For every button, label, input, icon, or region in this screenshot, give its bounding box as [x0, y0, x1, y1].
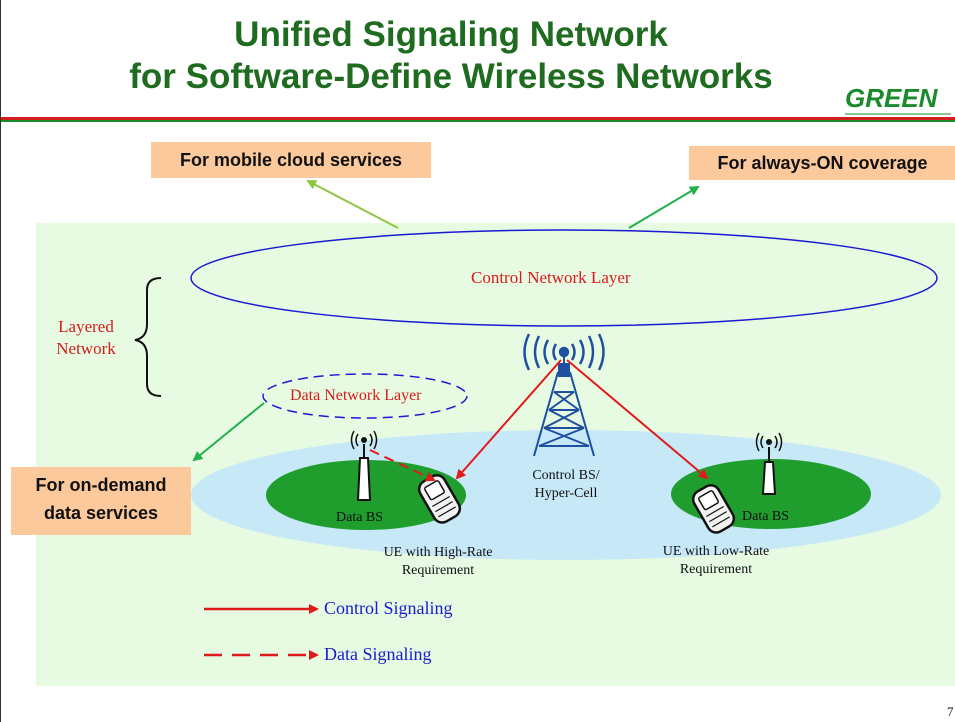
tag-on-demand-line-1: For on-demand [35, 475, 167, 495]
title-line-1: Unified Signaling Network [234, 15, 668, 54]
layered-network-line-1: Layered [58, 317, 114, 336]
control-bs-signal-icon [523, 333, 605, 371]
data-bs-right-label: Data BS [742, 509, 790, 524]
control-layer-ellipse [190, 229, 938, 327]
page-title: Unified Signaling Network for Software-D… [41, 14, 861, 98]
layered-network-label: Layered Network [49, 316, 123, 360]
tag-mobile-cloud: For mobile cloud services [151, 142, 431, 178]
data-layer-ellipse [262, 373, 468, 419]
control-layer-label: Control Network Layer [471, 268, 631, 287]
green-logo: GREEN [845, 83, 951, 115]
arrow-mobile-cloud [306, 180, 399, 229]
ue-low-rate-label: UE with Low-Rate Requirement [641, 543, 791, 579]
ue-high-rate-label: UE with High-Rate Requirement [363, 544, 513, 580]
ue-low-rate-line-2: Requirement [679, 562, 753, 577]
tag-on-demand: For on-demand data services [11, 467, 191, 535]
tag-on-demand-line-2: data services [43, 503, 159, 523]
ue-low-rate-phone-icon [691, 483, 736, 534]
logo-text: GREEN [845, 83, 939, 113]
ue-low-rate-line-1: UE with Low-Rate [662, 544, 770, 559]
data-bs-right-icon [755, 432, 783, 495]
title-line-2: for Software-Define Wireless Networks [129, 57, 773, 96]
control-signal-arrow-left [455, 359, 562, 480]
title-divider-red [1, 117, 955, 120]
control-bs-line-1: Control BS/ [532, 468, 600, 483]
arrow-on-demand [192, 402, 265, 462]
ue-high-rate-line-2: Requirement [401, 563, 475, 578]
tag-always-on: For always-ON coverage [689, 146, 955, 180]
title-divider-green [1, 120, 955, 122]
layered-brace [134, 277, 162, 397]
control-bs-label: Control BS/ Hyper-Cell [521, 467, 611, 503]
data-bs-left-label: Data BS [336, 510, 384, 525]
control-bs-line-2: Hyper-Cell [534, 486, 598, 501]
data-signal-arrow [369, 449, 436, 482]
control-signal-arrow-right [566, 359, 709, 480]
arrow-always-on [628, 185, 700, 229]
data-bs-left-icon [350, 430, 378, 501]
data-layer-label: Data Network Layer [290, 387, 422, 404]
ue-high-rate-line-1: UE with High-Rate [383, 545, 493, 560]
ue-high-rate-phone-icon [417, 473, 462, 524]
page-number: 7 [947, 704, 954, 719]
control-bs-tower [533, 350, 595, 457]
legend-data-label: Data Signaling [324, 644, 432, 664]
layered-network-line-2: Network [56, 339, 116, 358]
legend-control-label: Control Signaling [324, 598, 453, 618]
